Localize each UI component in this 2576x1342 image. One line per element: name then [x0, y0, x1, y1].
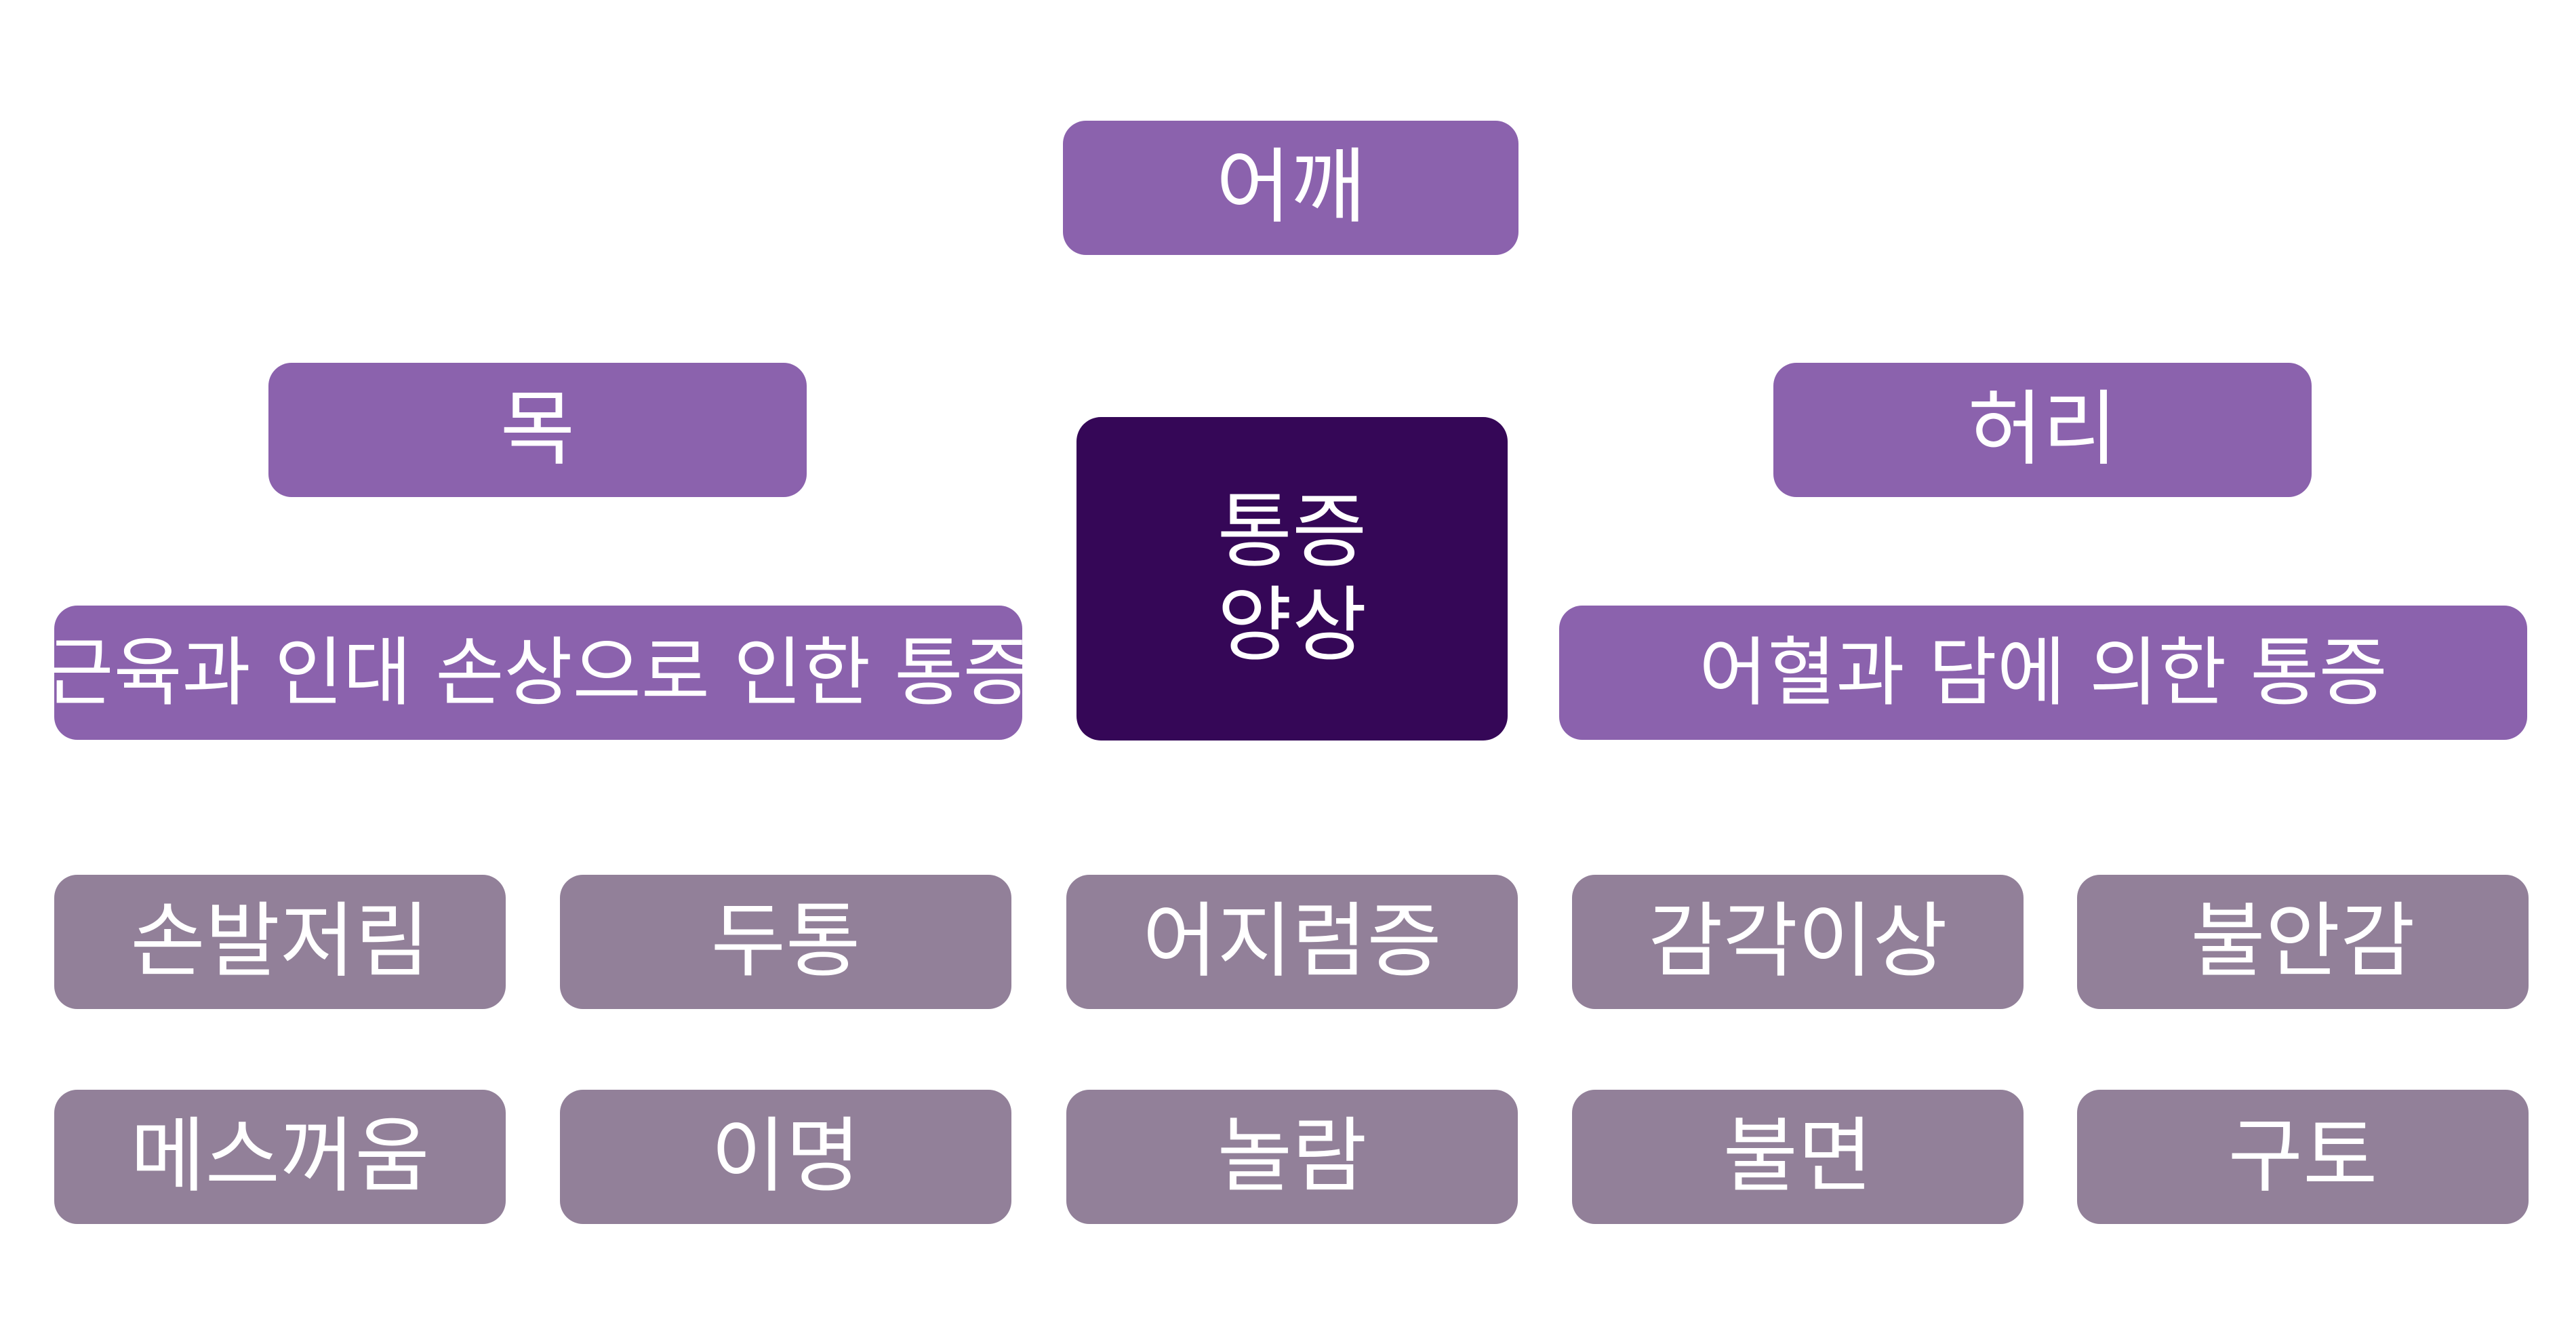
symptom-label: 어지럼증	[1142, 894, 1442, 989]
region-neck-label: 목	[500, 382, 576, 477]
symptom-box: 이명	[560, 1090, 1011, 1224]
region-neck-box: 목	[268, 363, 807, 497]
cause-blood-stasis-box: 어혈과 담에 의한 통증	[1559, 606, 2527, 740]
symptom-box: 두통	[560, 875, 1011, 1009]
region-shoulder-box: 어깨	[1063, 121, 1518, 255]
symptom-label: 구토	[2228, 1109, 2378, 1204]
region-waist-label: 허리	[1967, 382, 2118, 477]
symptom-label: 불안감	[2190, 894, 2415, 989]
region-waist-box: 허리	[1773, 363, 2312, 497]
symptom-box: 메스꺼움	[54, 1090, 506, 1224]
symptom-box: 구토	[2077, 1090, 2529, 1224]
region-shoulder-label: 어깨	[1215, 140, 1366, 235]
center-topic-box: 통증 양상	[1076, 417, 1508, 741]
symptom-box: 감각이상	[1572, 875, 2024, 1009]
symptom-label: 불면	[1723, 1109, 1873, 1204]
cause-muscle-ligament-label: 근육과 인대 손상으로 인한 통증	[45, 629, 1032, 716]
symptom-label: 감각이상	[1648, 894, 1948, 989]
symptom-label: 두통	[710, 894, 861, 989]
symptom-box: 손발저림	[54, 875, 506, 1009]
symptom-box: 놀람	[1066, 1090, 1518, 1224]
cause-muscle-ligament-box: 근육과 인대 손상으로 인한 통증	[45, 606, 1032, 740]
symptom-label: 손발저림	[130, 894, 430, 989]
symptom-label: 메스꺼움	[130, 1109, 430, 1204]
center-topic-label: 통증 양상	[1217, 484, 1367, 673]
symptom-label: 놀람	[1217, 1109, 1367, 1204]
cause-blood-stasis-label: 어혈과 담에 의한 통증	[1699, 629, 2388, 716]
symptom-box: 어지럼증	[1066, 875, 1518, 1009]
symptom-box: 불안감	[2077, 875, 2529, 1009]
symptom-label: 이명	[710, 1109, 861, 1204]
symptom-box: 불면	[1572, 1090, 2024, 1224]
